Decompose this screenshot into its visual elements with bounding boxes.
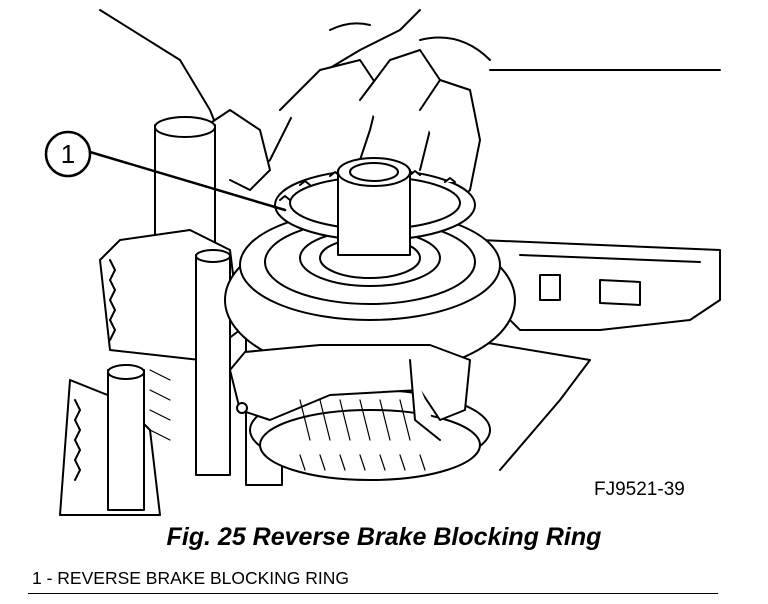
caption-divider [28,593,718,594]
shift-fork [229,344,471,441]
transmission-illustration: 1 FJ9521-39 [44,9,721,516]
legend-item: 1 - REVERSE BRAKE BLOCKING RING [32,568,350,588]
figure-code: FJ9521-39 [594,479,685,500]
shading-lines [149,369,426,471]
figure-caption: Fig. 25 Reverse Brake Blocking Ring [166,523,602,551]
callout-number: 1 [61,139,75,169]
hands [99,9,491,201]
callout: 1 [44,130,287,212]
callout-circle [44,130,92,178]
mainshaft-hub [337,157,411,256]
callout-leader-line [88,150,287,212]
transmission-case [469,69,721,471]
synchronizer-assembly [224,209,516,481]
